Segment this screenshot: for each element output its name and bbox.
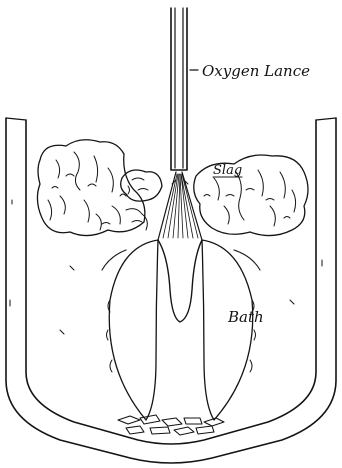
oxygen-jet xyxy=(158,172,202,240)
bath-label: Bath xyxy=(227,308,264,326)
oxygen-lance xyxy=(171,8,187,170)
oxygen-lance-label: Oxygen Lance xyxy=(202,62,310,80)
slag-label: Slag xyxy=(213,163,242,178)
bath-circulation xyxy=(60,240,294,420)
impact-cavity xyxy=(158,240,202,322)
slag-layer-right xyxy=(194,155,308,236)
scrap-pieces xyxy=(118,415,224,435)
